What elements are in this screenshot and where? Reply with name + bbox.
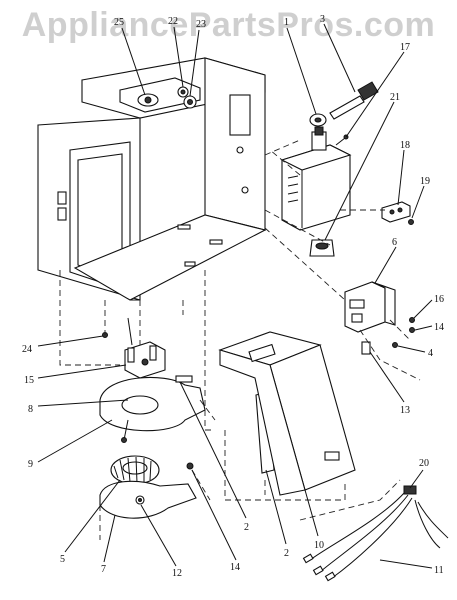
part-14-screw-upper[interactable]: [409, 327, 415, 333]
label-3: 3: [320, 14, 325, 25]
assembly-guide-lines: [59, 139, 421, 540]
label-6: 6: [392, 237, 397, 248]
part-9-blower-housing[interactable]: [99, 376, 206, 443]
label-11: 11: [434, 565, 444, 576]
label-25: 25: [114, 17, 124, 28]
label-16: 16: [434, 294, 444, 305]
label-13: 13: [400, 405, 410, 416]
part-3-power-cord-plug[interactable]: [329, 81, 379, 120]
part-20-connector[interactable]: [403, 485, 417, 495]
part-19-screw[interactable]: [408, 219, 414, 225]
label-24: 24: [22, 344, 32, 355]
part-4-screw[interactable]: [392, 342, 398, 348]
label-12: 12: [172, 568, 182, 579]
label-1: 1: [284, 17, 289, 28]
label-23: 23: [196, 19, 206, 30]
label-14-lower: 14: [230, 562, 240, 573]
label-15: 15: [24, 375, 34, 386]
part-16-screw[interactable]: [409, 317, 415, 323]
part-13-switch[interactable]: [361, 341, 371, 355]
part-5-fan-blade[interactable]: [110, 455, 160, 485]
watermark-logo: AppliancePartsPros.com: [21, 6, 436, 44]
label-22: 22: [168, 16, 178, 27]
part-11-wire-harness[interactable]: [302, 491, 449, 582]
part-6-switch-bracket[interactable]: [344, 281, 396, 333]
label-14-upper: 14: [434, 322, 444, 333]
label-19: 19: [420, 176, 430, 187]
callout-labels: 25 22 23 1 3 17 21 18 19 6 16 14 4 13 24…: [22, 14, 444, 579]
part-21-magnetron[interactable]: [280, 126, 352, 257]
part-18-thermal-cutout[interactable]: [381, 201, 411, 223]
label-9: 9: [28, 459, 33, 470]
label-20: 20: [419, 458, 429, 469]
part-22-fuse-holder[interactable]: [177, 86, 189, 98]
part-14-screw-lower[interactable]: [186, 462, 194, 470]
label-18: 18: [400, 140, 410, 151]
part-12-nut[interactable]: [135, 495, 145, 505]
part-23-thermostat[interactable]: [183, 95, 197, 109]
label-7: 7: [101, 564, 106, 575]
cabinet-frame: [37, 57, 267, 301]
part-7-base-plate[interactable]: [99, 480, 197, 519]
label-2-upper: 2: [244, 522, 249, 533]
part-24-screw[interactable]: [102, 317, 133, 346]
label-17: 17: [400, 42, 410, 53]
callout-leader-lines: [37, 23, 433, 569]
part-25-lamp-socket[interactable]: [137, 93, 159, 107]
label-5: 5: [60, 554, 65, 565]
label-8: 8: [28, 404, 33, 415]
part-2-pad-upper[interactable]: [175, 375, 193, 383]
label-10: 10: [314, 540, 324, 551]
label-21: 21: [390, 92, 400, 103]
part-10-air-duct[interactable]: [218, 331, 356, 496]
part-1-grommet[interactable]: [309, 113, 327, 127]
label-4: 4: [428, 348, 433, 359]
part-15-fan-motor[interactable]: [124, 341, 166, 379]
label-2-lower: 2: [284, 548, 289, 559]
